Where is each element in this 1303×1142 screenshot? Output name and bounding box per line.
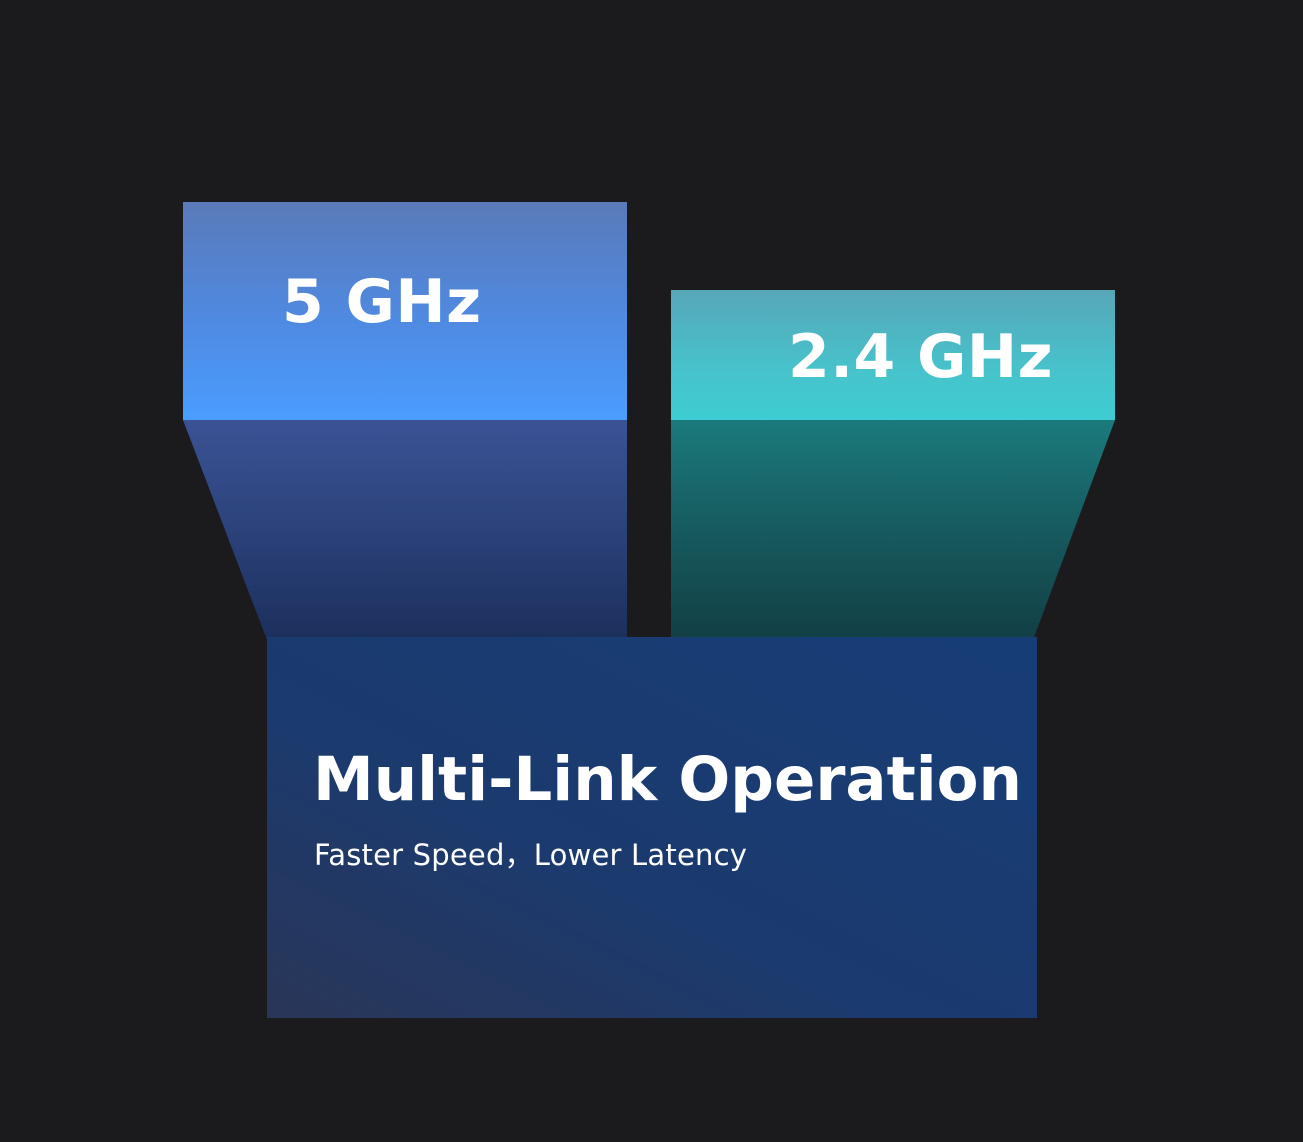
band-5ghz-funnel (183, 420, 627, 640)
band-5ghz-block (183, 202, 627, 420)
mlo-block (267, 637, 1037, 1018)
band-24ghz-funnel (671, 420, 1115, 640)
band-24ghz-label: 2.4 GHz (788, 322, 1054, 392)
band-24ghz-block (671, 290, 1115, 420)
mlo-title: Multi-Link Operation (313, 744, 1022, 815)
mlo-subtitle: Faster Speed，Lower Latency (314, 838, 748, 872)
band-5ghz-label: 5 GHz (282, 267, 482, 337)
